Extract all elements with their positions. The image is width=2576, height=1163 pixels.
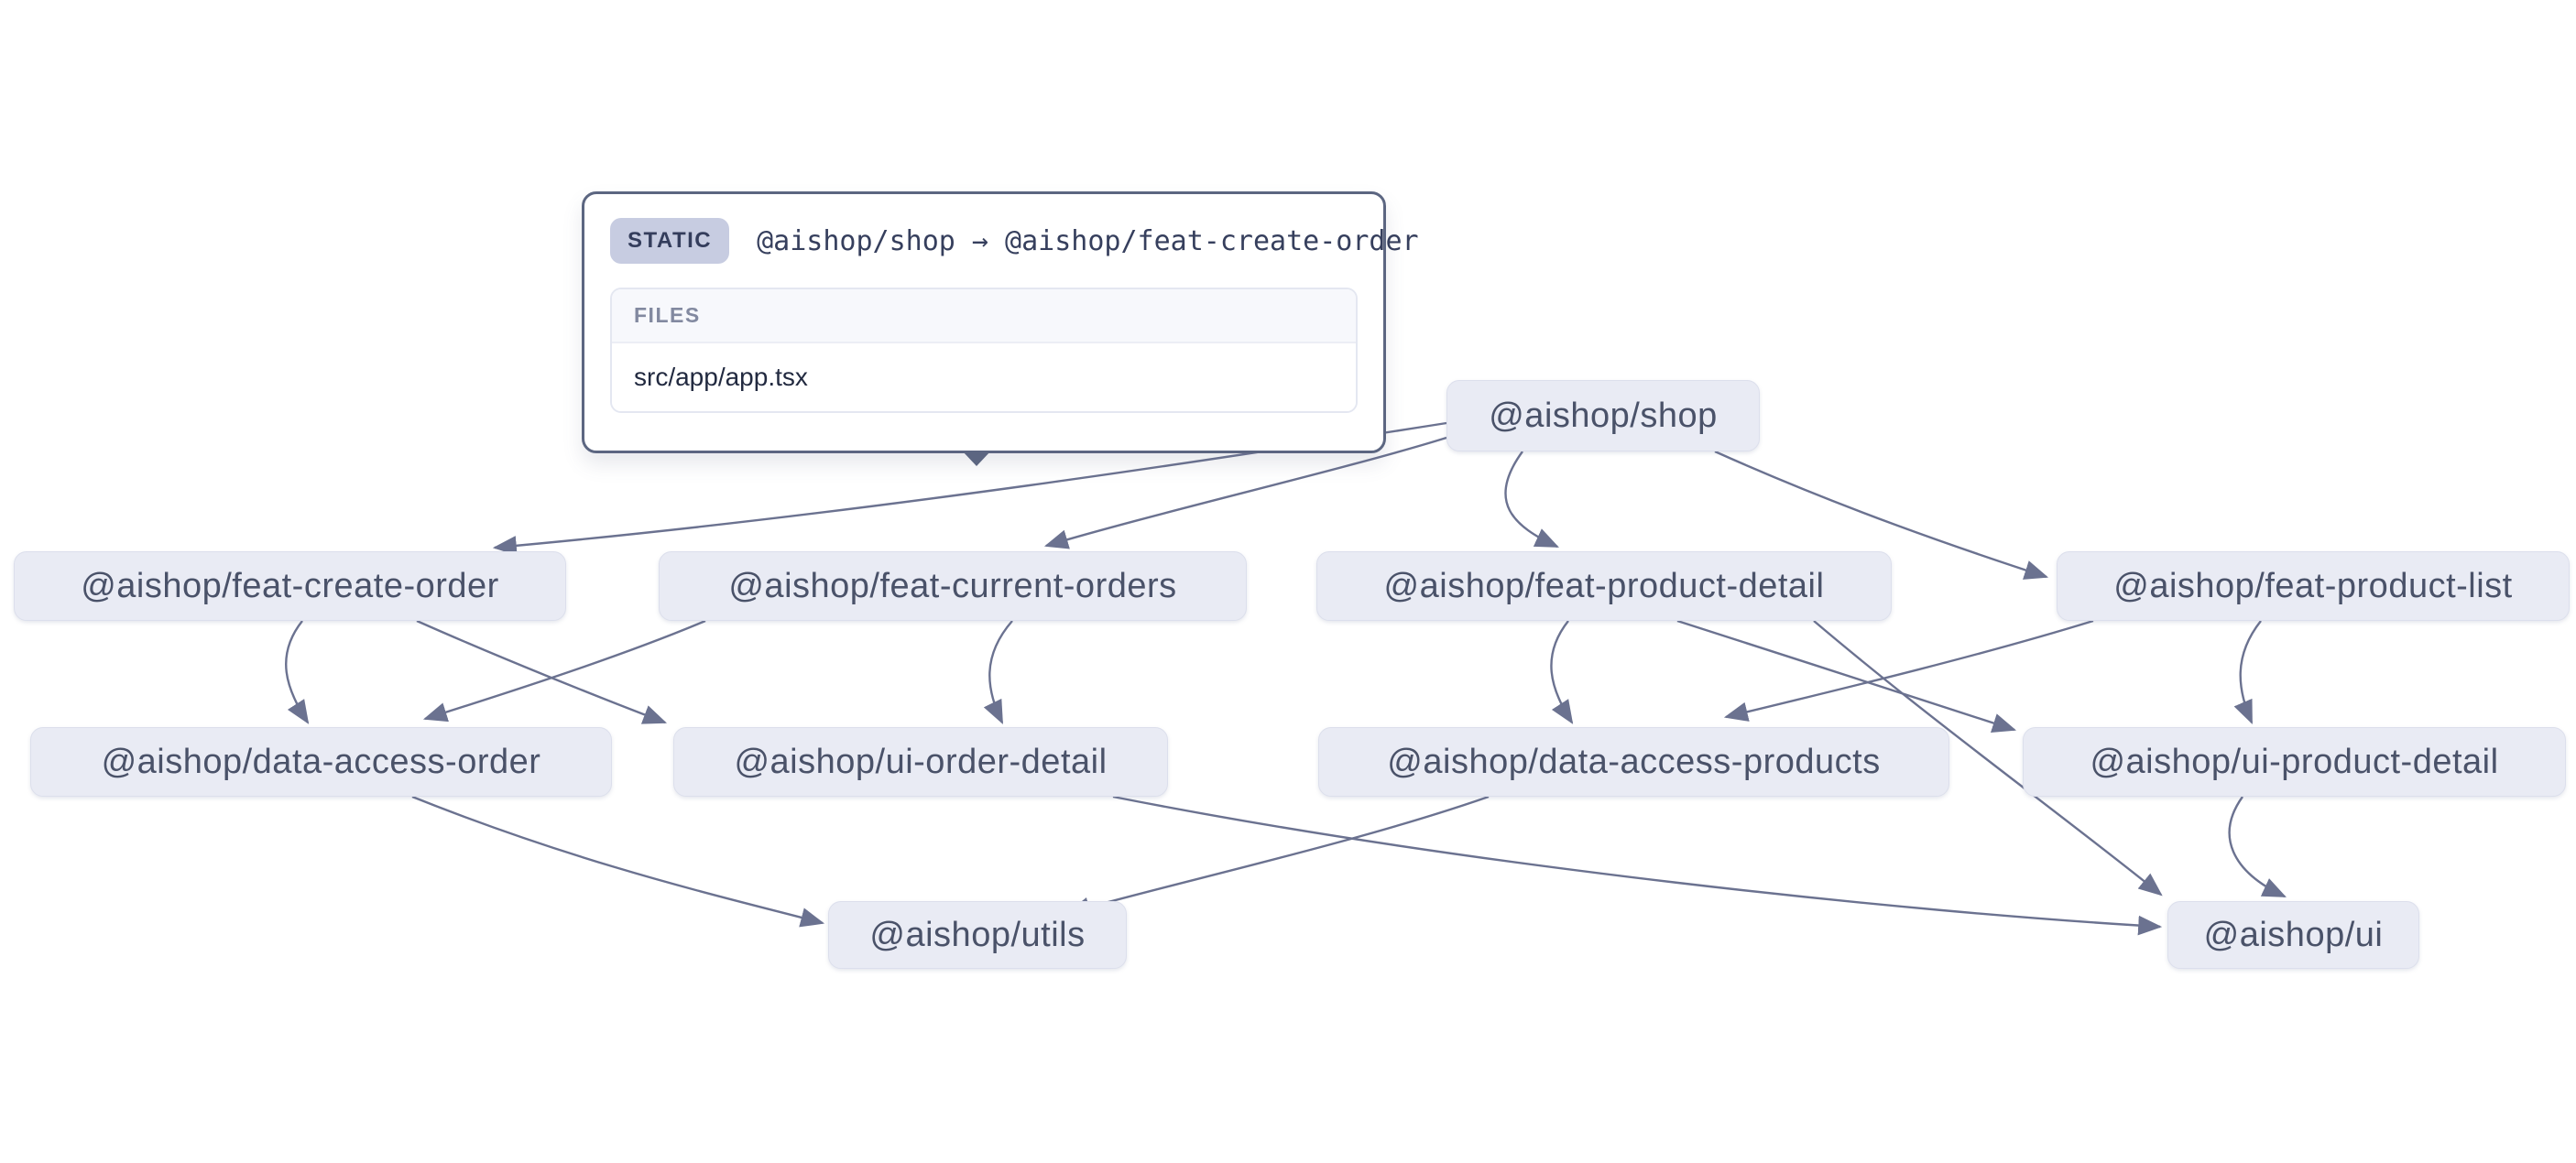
dependency-edge-ui-product-detail-ui[interactable]	[2228, 796, 2287, 898]
graph-node-shop[interactable]: @aishop/shop	[1446, 380, 1760, 451]
dependency-edge-feat-current-orders-data-access-order[interactable]	[422, 619, 706, 723]
tooltip-pointer-icon	[962, 451, 991, 466]
graph-node-ui[interactable]: @aishop/ui	[2167, 901, 2419, 969]
graph-node-ui-product-detail[interactable]: @aishop/ui-product-detail	[2023, 727, 2566, 797]
dependency-edge-feat-product-detail-ui[interactable]	[1813, 620, 2163, 897]
dependency-edge-shop-feat-product-list[interactable]	[1714, 450, 2049, 580]
dependency-edge-data-access-products-utils[interactable]	[1065, 795, 1490, 917]
graph-node-feat-create-order[interactable]: @aishop/feat-create-order	[14, 551, 566, 621]
dependency-edge-feat-product-list-data-access-products[interactable]	[1723, 619, 2094, 722]
graph-node-utils[interactable]: @aishop/utils	[828, 901, 1127, 969]
file-row: src/app/app.tsx	[612, 343, 1356, 411]
graph-node-data-access-order[interactable]: @aishop/data-access-order	[30, 727, 612, 797]
graph-node-feat-current-orders[interactable]: @aishop/feat-current-orders	[659, 551, 1247, 621]
edge-tooltip: STATIC @aishop/shop → @aishop/feat-creat…	[582, 191, 1419, 466]
dependency-edge-shop-feat-product-detail[interactable]	[1504, 451, 1559, 549]
dependency-edge-feat-product-detail-data-access-products[interactable]	[1550, 620, 1574, 724]
dependency-edge-shop-feat-current-orders[interactable]	[1043, 436, 1447, 549]
graph-node-feat-product-list[interactable]: @aishop/feat-product-list	[2057, 551, 2570, 621]
graph-node-ui-order-detail[interactable]: @aishop/ui-order-detail	[673, 727, 1168, 797]
dependency-edge-feat-create-order-data-access-order[interactable]	[285, 620, 310, 724]
edge-tooltip-title: @aishop/shop → @aishop/feat-create-order	[757, 224, 1419, 257]
graph-node-data-access-products[interactable]: @aishop/data-access-products	[1318, 727, 1949, 797]
files-panel: FILES src/app/app.tsx	[610, 288, 1358, 413]
dependency-edge-feat-current-orders-ui-order-detail[interactable]	[983, 620, 1013, 724]
edge-type-badge: STATIC	[610, 218, 730, 264]
dependency-edge-feat-product-list-ui-product-detail[interactable]	[2233, 620, 2262, 724]
dependency-edge-ui-order-detail-ui[interactable]	[1112, 795, 2163, 936]
dependency-edge-feat-create-order-ui-order-detail[interactable]	[416, 619, 668, 724]
dependency-edge-feat-product-detail-ui-product-detail[interactable]	[1676, 619, 2017, 733]
dependency-edge-data-access-order-utils[interactable]	[411, 795, 825, 928]
graph-node-feat-product-detail[interactable]: @aishop/feat-product-detail	[1316, 551, 1892, 621]
files-header-label: FILES	[612, 289, 1356, 343]
